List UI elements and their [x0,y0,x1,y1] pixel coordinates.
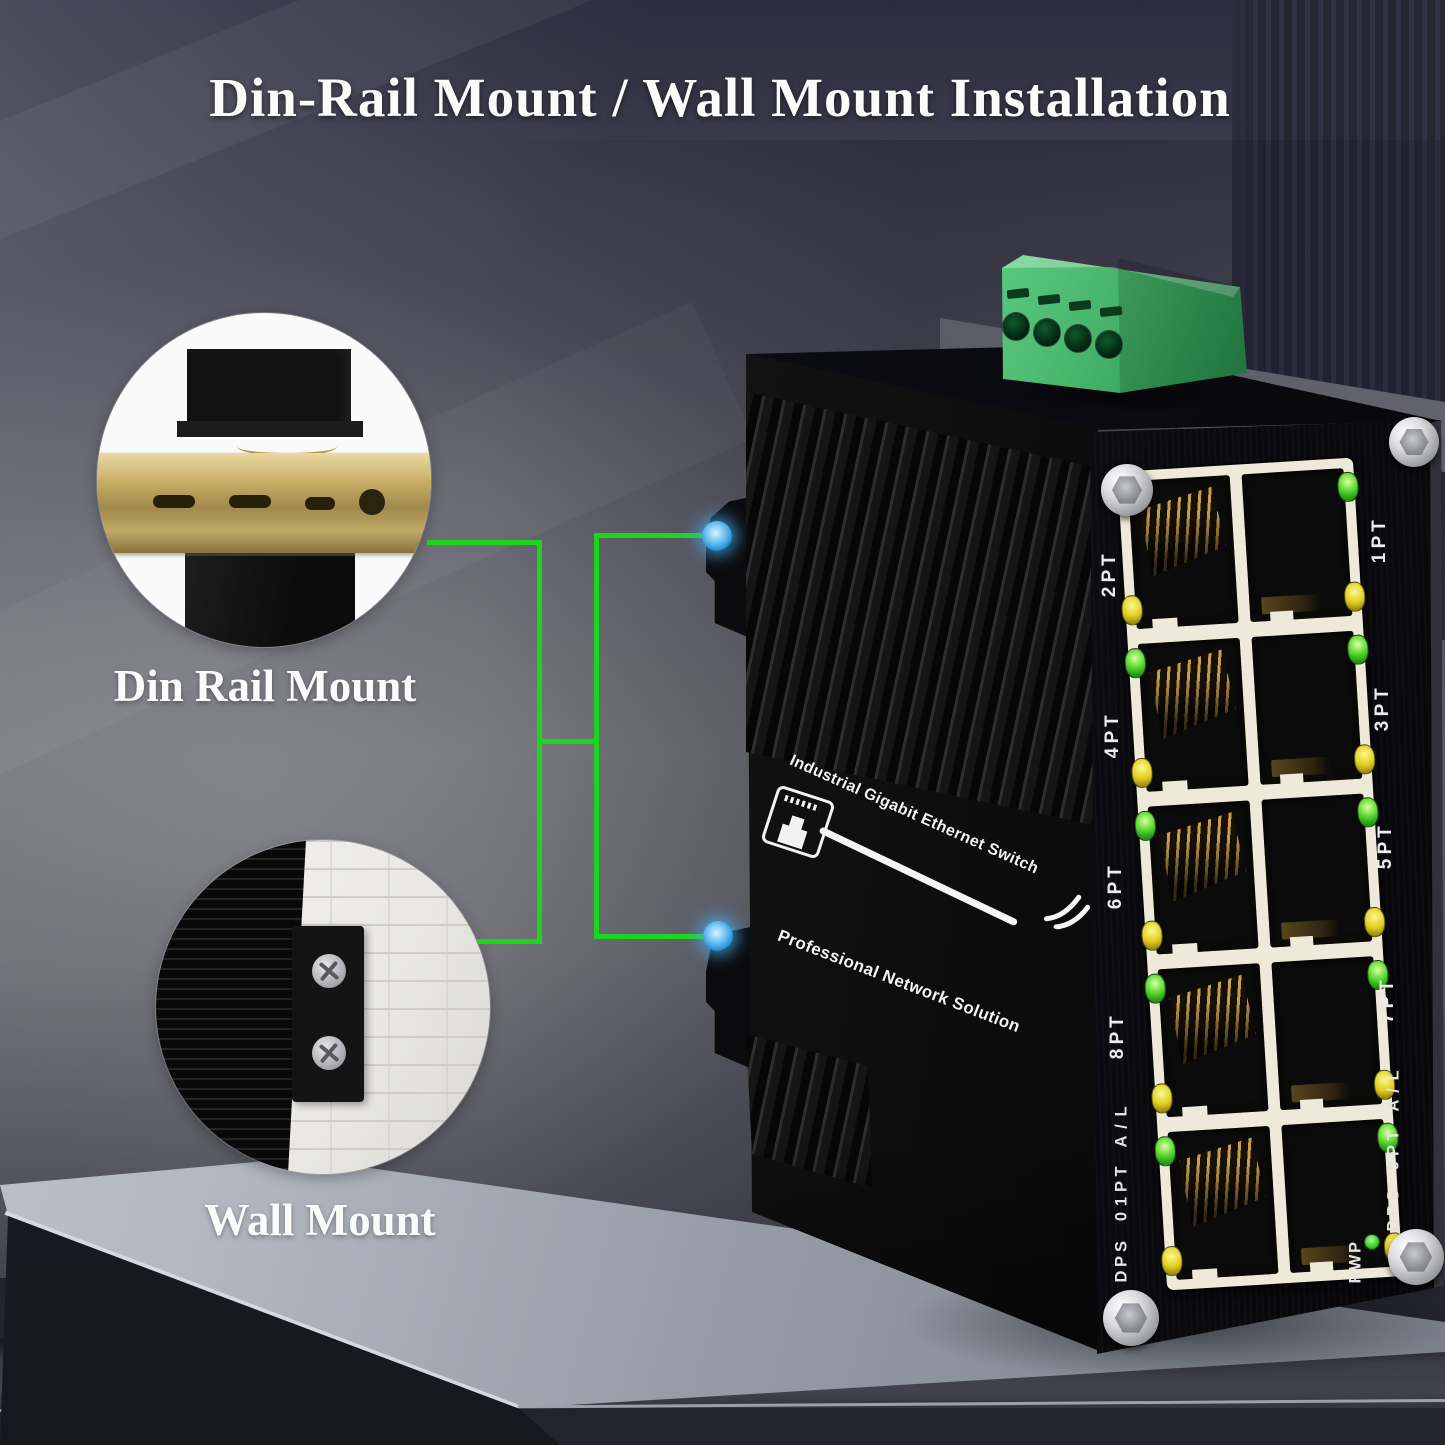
panel-screw-icon [1101,464,1153,516]
port-notch [1182,1105,1208,1118]
ethernet-port-tp7 [1271,956,1396,1111]
attach-point-dot [702,521,732,551]
port-notch [1172,942,1198,955]
device-side-in-circle [156,840,306,1174]
link-led [1143,972,1167,1005]
port-row [1124,630,1377,792]
connector-line [427,540,541,545]
din-rail-slot [305,497,335,510]
speed-led [1150,1082,1174,1115]
terminal-wire-hole [1064,324,1092,353]
speed-led [1353,743,1377,776]
port-notch [1152,617,1178,630]
connector-line [594,934,716,939]
ethernet-port-tp4 [1124,637,1249,792]
link-led [1124,647,1147,679]
din-rail-callout-image [97,313,431,647]
wall-bracket [292,926,364,1102]
ethernet-port-tp10 [1153,1125,1279,1280]
din-rail-notch [359,489,385,515]
port-pins [1149,649,1238,740]
wall-mount-callout-label: Wall Mount [204,1195,436,1245]
rj45-icon-plug [772,806,817,851]
connector-line [477,939,542,944]
din-rail [97,453,431,553]
attach-point-dot [703,921,733,951]
port-notch [1300,1098,1324,1110]
terminal-wire-hole [1002,312,1030,341]
link-led [1133,810,1157,842]
port-notch [1290,935,1314,948]
speed-led [1160,1245,1184,1277]
port-pins [1168,974,1257,1065]
port-notch [1270,610,1294,622]
page-title: Din-Rail Mount / Wall Mount Installation [209,67,1231,128]
rj45-icon-pins [783,794,821,812]
ethernet-port-tp5 [1261,793,1387,948]
panel-screw-icon [1388,1229,1444,1285]
power-led [1364,1234,1380,1250]
din-rail-slot [229,495,271,508]
terminal-wire-hole [1095,330,1123,359]
din-clip-bottom [185,553,355,647]
link-led [1336,471,1360,503]
bracket-screw-icon [312,954,346,988]
din-rail-slot [153,495,195,508]
port-pins [1178,1137,1267,1228]
ethernet-port-tp3 [1251,630,1377,785]
connector-line [594,533,599,939]
port-row [1143,956,1396,1118]
swoosh-curl-icon [1043,894,1091,930]
power-terminal-block [995,243,1257,428]
port-notch [1162,780,1188,792]
ethernet-port-tp1 [1241,468,1367,623]
port-pins [1158,811,1247,902]
port-pins [1139,486,1228,577]
din-clip-top-lip [177,421,363,437]
speed-led [1120,594,1144,626]
din-rail-callout-label: Din Rail Mount [113,661,417,711]
terminal-wire-hole [1033,318,1061,347]
panel-screw-icon [1389,417,1439,467]
ethernet-port-tp9 [1281,1118,1406,1273]
bracket-screw-icon [312,1036,346,1070]
connector-line [537,739,599,744]
speed-led [1130,757,1154,789]
port-bezel [1114,457,1406,1291]
link-led [1153,1135,1177,1167]
panel-screw-icon [1103,1290,1159,1346]
link-led [1346,633,1370,666]
port-notch [1192,1268,1218,1280]
speed-led [1343,581,1367,613]
din-clip-top [187,349,351,435]
port-notch [1310,1261,1334,1273]
port-row [1114,468,1367,630]
port-row [1133,793,1387,955]
connector-line [594,533,714,538]
ethernet-port-tp8 [1143,963,1269,1118]
port-notch [1280,773,1304,785]
wall-mount-callout-image [156,840,490,1174]
speed-led [1363,906,1387,938]
speed-led [1140,920,1164,952]
ethernet-port-tp6 [1133,800,1259,955]
